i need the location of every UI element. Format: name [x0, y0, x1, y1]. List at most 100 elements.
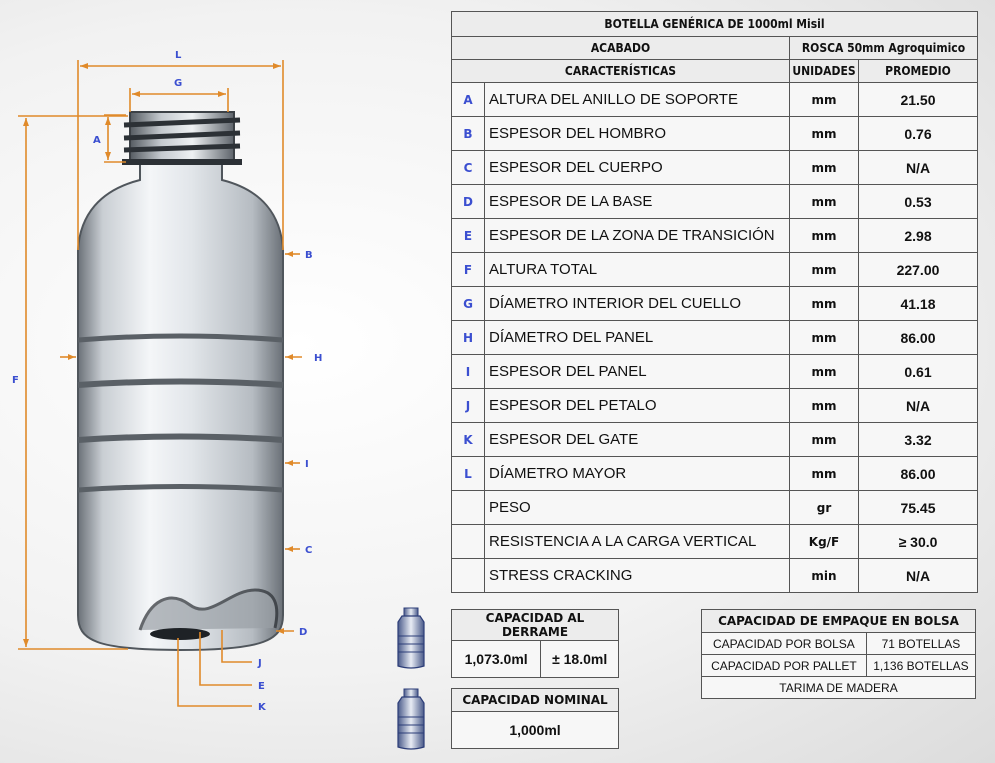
- overflow-tolerance: ± 18.0ml: [540, 640, 619, 678]
- dim-label-e: E: [258, 681, 265, 692]
- finish-value: ROSCA 50mm Agroquimico: [789, 36, 978, 60]
- spec-row-name: ESPESOR DEL CUERPO: [484, 150, 790, 185]
- spec-row-value: 227.00: [858, 252, 978, 287]
- spec-row-name: DÍAMETRO MAYOR: [484, 456, 790, 491]
- finish-label: ACABADO: [451, 36, 790, 60]
- spec-row-value: N/A: [858, 388, 978, 423]
- dim-label-h: H: [314, 353, 322, 364]
- spec-row-unit: mm: [789, 388, 859, 423]
- spec-row-letter: J: [451, 388, 485, 423]
- dim-label-f: F: [12, 375, 19, 386]
- dim-label-b: B: [305, 250, 313, 261]
- packing-pallet-label: CAPACIDAD POR PALLET: [701, 654, 867, 677]
- spec-row-letter: [451, 524, 485, 559]
- spec-row-name: ESPESOR DEL PETALO: [484, 388, 790, 423]
- spec-row-name: ESPESOR DEL GATE: [484, 422, 790, 457]
- spec-row-value: 3.32: [858, 422, 978, 457]
- spec-row-unit: mm: [789, 456, 859, 491]
- spec-row-unit: mm: [789, 320, 859, 355]
- dim-label-a: A: [93, 135, 101, 146]
- spec-row-letter: C: [451, 150, 485, 185]
- spec-row-name: ESPESOR DE LA ZONA DE TRANSICIÓN: [484, 218, 790, 253]
- spec-title: BOTELLA GENÉRICA DE 1000ml Misil: [451, 11, 978, 37]
- spec-row-unit: mm: [789, 150, 859, 185]
- packing-capacity-box: CAPACIDAD DE EMPAQUE EN BOLSA CAPACIDAD …: [701, 609, 977, 699]
- spec-row-name: ESPESOR DEL PANEL: [484, 354, 790, 389]
- packing-title: CAPACIDAD DE EMPAQUE EN BOLSA: [701, 609, 976, 633]
- spec-row-letter: B: [451, 116, 485, 151]
- spec-row-value: N/A: [858, 150, 978, 185]
- spec-row-unit: mm: [789, 184, 859, 219]
- spec-row-name: DÍAMETRO DEL PANEL: [484, 320, 790, 355]
- spec-row-name: ESPESOR DEL HOMBRO: [484, 116, 790, 151]
- spec-row-value: 86.00: [858, 456, 978, 491]
- spec-row-letter: D: [451, 184, 485, 219]
- spec-row-name: ALTURA DEL ANILLO DE SOPORTE: [484, 82, 790, 117]
- bottle-icon: [397, 688, 425, 750]
- spec-row-value: 75.45: [858, 490, 978, 525]
- spec-row-unit: mm: [789, 422, 859, 457]
- dim-label-l: L: [175, 50, 182, 61]
- packing-bag-label: CAPACIDAD POR BOLSA: [701, 632, 867, 655]
- spec-row-name: RESISTENCIA A LA CARGA VERTICAL: [484, 524, 790, 559]
- spec-row-letter: [451, 490, 485, 525]
- spec-row-value: 21.50: [858, 82, 978, 117]
- spec-row-letter: G: [451, 286, 485, 321]
- spec-row-name: ALTURA TOTAL: [484, 252, 790, 287]
- nominal-title: CAPACIDAD NOMINAL: [451, 688, 619, 712]
- spec-row-letter: F: [451, 252, 485, 287]
- packing-bag-value: 71 BOTELLAS: [865, 632, 977, 655]
- spec-row-value: 0.61: [858, 354, 978, 389]
- dim-label-g: G: [174, 78, 182, 89]
- spec-table: BOTELLA GENÉRICA DE 1000ml Misil ACABADO…: [451, 11, 978, 593]
- spec-row-letter: I: [451, 354, 485, 389]
- header-units: UNIDADES: [789, 59, 859, 83]
- dim-label-d: D: [299, 627, 307, 638]
- spec-row-value: ≥ 30.0: [858, 524, 978, 559]
- spec-row-unit: gr: [789, 490, 859, 525]
- spec-row-value: 86.00: [858, 320, 978, 355]
- nominal-value: 1,000ml: [451, 711, 619, 749]
- spec-row-value: 0.76: [858, 116, 978, 151]
- spec-row-letter: E: [451, 218, 485, 253]
- header-characteristics: CARACTERÍSTICAS: [451, 59, 790, 83]
- bottle-diagram: L G A B F H I C D J E K: [12, 50, 425, 750]
- overflow-title: CAPACIDAD AL DERRAME: [451, 609, 619, 641]
- spec-row-letter: K: [451, 422, 485, 457]
- dim-label-k: K: [258, 702, 267, 713]
- spec-row-name: STRESS CRACKING: [484, 558, 790, 593]
- spec-row-value: 0.53: [858, 184, 978, 219]
- bottle-shape: [77, 111, 284, 652]
- spec-row-unit: mm: [789, 82, 859, 117]
- spec-row-unit: min: [789, 558, 859, 593]
- spec-row-letter: [451, 558, 485, 593]
- spec-row-name: DÍAMETRO INTERIOR DEL CUELLO: [484, 286, 790, 321]
- spec-row-letter: L: [451, 456, 485, 491]
- spec-row-name: PESO: [484, 490, 790, 525]
- packing-pallet-value: 1,136 BOTELLAS: [865, 654, 977, 677]
- spec-row-unit: mm: [789, 354, 859, 389]
- spec-row-unit: mm: [789, 218, 859, 253]
- spec-row-unit: mm: [789, 286, 859, 321]
- spec-row-unit: mm: [789, 252, 859, 287]
- dim-label-j: J: [257, 658, 262, 669]
- overflow-value: 1,073.0ml: [450, 640, 542, 678]
- spec-row-letter: A: [451, 82, 485, 117]
- overflow-capacity-box: CAPACIDAD AL DERRAME 1,073.0ml ± 18.0ml: [450, 609, 619, 678]
- packing-note: TARIMA DE MADERA: [701, 676, 976, 699]
- spec-row-unit: Kg/F: [789, 524, 859, 559]
- spec-row-value: 2.98: [858, 218, 978, 253]
- dimension-arrowheads: [23, 63, 293, 647]
